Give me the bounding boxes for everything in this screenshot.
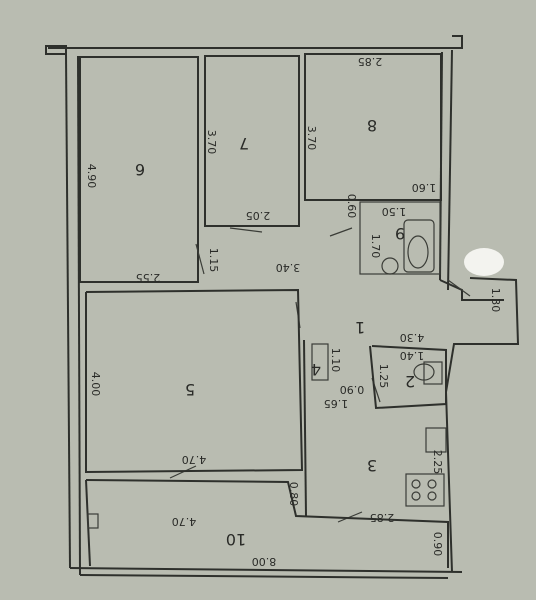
dim-490: 4.90	[85, 164, 98, 189]
corridor-walls	[303, 339, 447, 517]
outer-walls	[45, 35, 520, 579]
dim-340: 3.40	[276, 261, 301, 274]
bathroom-9-walls	[359, 201, 441, 275]
dim-285-top: 2.85	[358, 55, 383, 68]
dim-370-room8: 3.70	[305, 126, 318, 151]
room-number-5: 5	[185, 380, 195, 399]
room-5-outline	[85, 288, 304, 474]
dim-170: 1.70	[369, 234, 382, 259]
room-number-7: 7	[239, 134, 249, 153]
room-8-outline	[304, 53, 442, 201]
room-number-10: 10	[226, 530, 246, 549]
photo-glare	[464, 248, 504, 276]
room-numbers: 1 2 3 4 5 6 7 8 9 10	[135, 116, 415, 549]
room-number-4: 4	[311, 360, 321, 379]
dim-140: 1.40	[400, 349, 425, 362]
kitchen-3-fixtures	[405, 427, 447, 507]
room-number-1: 1	[355, 318, 365, 337]
room-number-2: 2	[405, 372, 415, 391]
room-6-outline	[79, 56, 199, 283]
dim-090-right: 0.90	[431, 532, 444, 557]
dim-370-room7: 3.70	[205, 130, 218, 155]
room-10-outline	[85, 479, 449, 568]
dim-255: 2.55	[136, 271, 161, 284]
dim-800: 8.00	[252, 555, 277, 568]
room-number-3: 3	[367, 456, 377, 475]
door-swings	[169, 227, 471, 523]
dim-090-mid: 0.90	[340, 383, 365, 396]
dim-125: 1.25	[377, 364, 390, 389]
dim-430: 4.30	[400, 331, 425, 344]
dim-080: 0.80	[287, 482, 300, 507]
dim-470-room5: 4.70	[182, 453, 207, 466]
room-number-8: 8	[367, 116, 377, 135]
room-7-outline	[204, 55, 300, 227]
dim-400: 4.00	[89, 372, 102, 397]
dim-150: 1.50	[382, 205, 407, 218]
dim-470-room10: 4.70	[172, 515, 197, 528]
room-number-9: 9	[395, 224, 405, 243]
dim-110: 1.10	[329, 348, 342, 373]
dim-115: 1.15	[207, 248, 220, 273]
dimension-labels: 2.85 4.90 3.70 3.70 1.60 1.50 0.60 2.05 …	[85, 55, 502, 568]
dim-165: 1.65	[324, 397, 349, 410]
dim-160: 1.60	[412, 181, 437, 194]
dim-285-bottom: 2.85	[370, 511, 395, 524]
room-number-6: 6	[135, 160, 145, 179]
dim-225: 2.25	[431, 450, 444, 475]
dim-060: 0.60	[345, 194, 358, 219]
dim-205: 2.05	[246, 209, 271, 222]
dim-130: 1.30	[489, 288, 502, 313]
